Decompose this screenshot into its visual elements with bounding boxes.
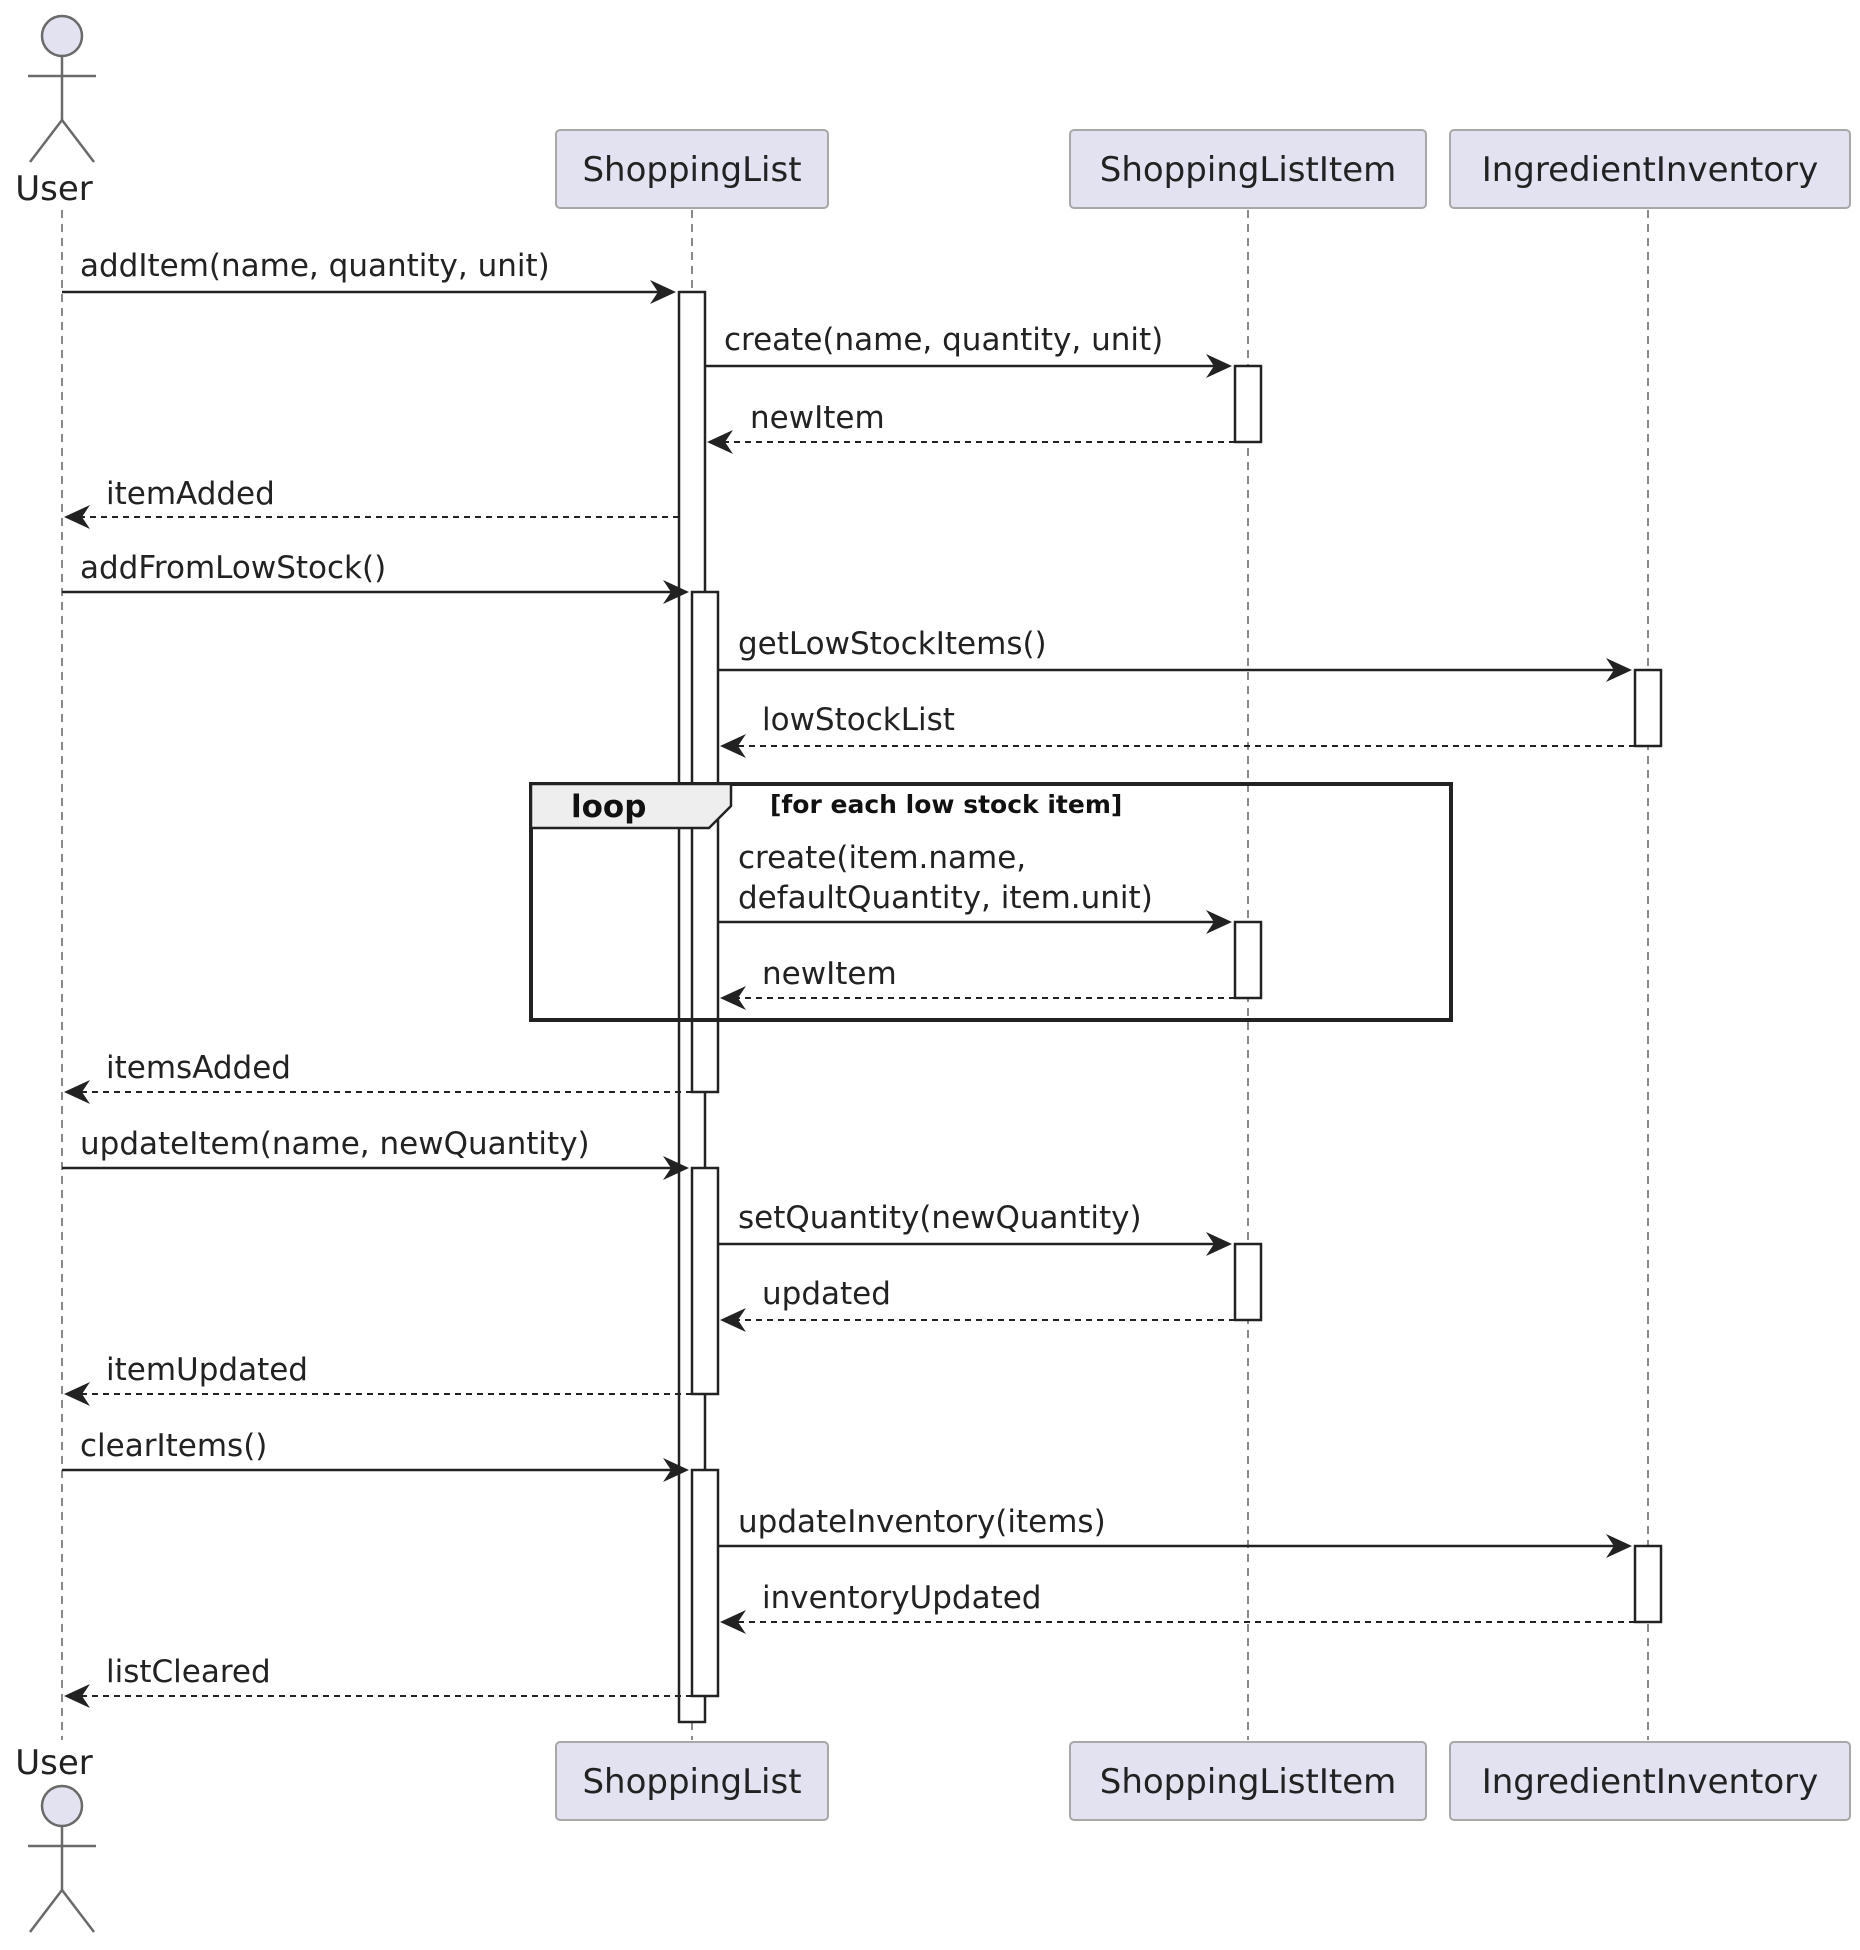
arrowhead bbox=[1206, 1232, 1232, 1256]
activation-bar bbox=[1233, 920, 1263, 1000]
participant-ingredient-inventory: IngredientInventory bbox=[1449, 129, 1851, 209]
participant-shopping-list-item: ShoppingListItem bbox=[1069, 129, 1427, 209]
actor-user-bottom: User bbox=[15, 1743, 96, 1933]
message-item-added-reply: itemAdded bbox=[64, 476, 679, 529]
message-set-quantity: setQuantity(newQuantity) bbox=[718, 1200, 1232, 1256]
arrowhead bbox=[1606, 658, 1632, 682]
message-item-updated-reply: itemUpdated bbox=[64, 1352, 692, 1406]
activations-shopping-list bbox=[677, 290, 720, 1724]
message-get-low-stock-items: getLowStockItems() bbox=[718, 626, 1632, 682]
loop-frame-tab bbox=[529, 782, 733, 830]
message-create: create(name, quantity, unit) bbox=[705, 322, 1232, 378]
participant-shopping-list-item-label: ShoppingListItem bbox=[1100, 1762, 1397, 1802]
arrowhead bbox=[1606, 1534, 1632, 1558]
arrowhead bbox=[663, 580, 689, 604]
activations-shopping-list-item bbox=[1233, 364, 1263, 1322]
message-new-item-reply-loop: newItem bbox=[720, 956, 1235, 1010]
message-label-line2: defaultQuantity, item.unit) bbox=[738, 880, 1153, 916]
participant-shopping-list-item-label: ShoppingListItem bbox=[1100, 150, 1397, 190]
activation-bar bbox=[690, 1468, 720, 1698]
participant-shopping-list-item-bottom: ShoppingListItem bbox=[1069, 1741, 1427, 1821]
message-low-stock-list-reply: lowStockList bbox=[720, 702, 1635, 758]
message-update-inventory: updateInventory(items) bbox=[718, 1504, 1632, 1558]
actor-user-label: User bbox=[15, 169, 93, 209]
participants-top: User ShoppingList ShoppingListItem Ingre… bbox=[15, 14, 1851, 209]
message-create-loop: create(item.name, defaultQuantity, item.… bbox=[718, 840, 1232, 934]
arrowhead bbox=[663, 1156, 689, 1180]
message-label: itemUpdated bbox=[106, 1352, 308, 1388]
arrowhead bbox=[64, 1080, 90, 1104]
arrowhead bbox=[707, 430, 733, 454]
message-label: updateItem(name, newQuantity) bbox=[80, 1126, 590, 1162]
arrowhead bbox=[720, 986, 746, 1010]
message-label: itemAdded bbox=[106, 476, 275, 512]
actor-head bbox=[40, 14, 84, 58]
arrowhead bbox=[663, 1458, 689, 1482]
message-update-item: updateItem(name, newQuantity) bbox=[62, 1126, 689, 1180]
arrowhead bbox=[650, 280, 676, 304]
activations-ingredient-inventory bbox=[1633, 668, 1663, 1624]
message-new-item-reply: newItem bbox=[707, 400, 1235, 454]
arrowhead bbox=[720, 1610, 746, 1634]
actor-head bbox=[40, 1784, 84, 1828]
message-label: newItem bbox=[762, 956, 897, 992]
participant-ingredient-inventory-bottom: IngredientInventory bbox=[1449, 1741, 1851, 1821]
message-clear-items: clearItems() bbox=[62, 1428, 689, 1482]
participant-shopping-list-bottom: ShoppingList bbox=[555, 1741, 829, 1821]
participant-shopping-list: ShoppingList bbox=[555, 129, 829, 209]
message-label: updateInventory(items) bbox=[738, 1504, 1106, 1540]
message-inventory-updated-reply: inventoryUpdated bbox=[720, 1580, 1635, 1634]
message-list-cleared-reply: listCleared bbox=[64, 1654, 692, 1708]
activation-bar bbox=[1233, 1242, 1263, 1322]
message-label: newItem bbox=[750, 400, 885, 436]
loop-guard-label: [for each low stock item] bbox=[770, 790, 1122, 819]
message-label: create(item.name, bbox=[738, 840, 1026, 876]
arrowhead bbox=[720, 1308, 746, 1332]
message-items-added-reply: itemsAdded bbox=[64, 1050, 692, 1104]
message-label: lowStockList bbox=[762, 702, 955, 738]
actor-user-top: User bbox=[15, 14, 96, 209]
arrowhead bbox=[1206, 910, 1232, 934]
loop-frame: loop [for each low stock item] bbox=[529, 782, 1453, 1022]
message-label: getLowStockItems() bbox=[738, 626, 1047, 662]
participant-shopping-list-label: ShoppingList bbox=[582, 1762, 801, 1802]
activation-bar bbox=[690, 590, 720, 1094]
participant-ingredient-inventory-label: IngredientInventory bbox=[1482, 1762, 1819, 1802]
message-add-item: addItem(name, quantity, unit) bbox=[62, 248, 676, 304]
message-label: updated bbox=[762, 1276, 891, 1312]
participants-bottom: User ShoppingList ShoppingListItem Ingre… bbox=[15, 1741, 1851, 1933]
messages: addItem(name, quantity, unit) create(nam… bbox=[62, 248, 1635, 1708]
message-label: inventoryUpdated bbox=[762, 1580, 1041, 1616]
message-label: listCleared bbox=[106, 1654, 271, 1690]
loop-frame-border bbox=[529, 782, 1453, 1022]
activation-bar bbox=[1633, 668, 1663, 748]
participant-ingredient-inventory-label: IngredientInventory bbox=[1482, 150, 1819, 190]
arrowhead bbox=[64, 1684, 90, 1708]
message-label: setQuantity(newQuantity) bbox=[738, 1200, 1142, 1236]
message-updated-reply: updated bbox=[720, 1276, 1235, 1332]
message-add-from-low-stock: addFromLowStock() bbox=[62, 550, 689, 604]
actor-user-label: User bbox=[15, 1743, 93, 1783]
activation-bar bbox=[1233, 364, 1263, 444]
message-label: addItem(name, quantity, unit) bbox=[80, 248, 550, 284]
arrowhead bbox=[1206, 354, 1232, 378]
message-label: itemsAdded bbox=[106, 1050, 291, 1086]
message-label: create(name, quantity, unit) bbox=[724, 322, 1163, 358]
loop-operator-label: loop bbox=[571, 789, 646, 825]
arrowhead bbox=[720, 734, 746, 758]
arrowhead bbox=[64, 1382, 90, 1406]
message-label: clearItems() bbox=[80, 1428, 267, 1464]
activation-bar bbox=[1633, 1544, 1663, 1624]
message-label: addFromLowStock() bbox=[80, 550, 386, 586]
activation-bar bbox=[690, 1166, 720, 1396]
participant-shopping-list-label: ShoppingList bbox=[582, 150, 801, 190]
arrowhead bbox=[64, 505, 90, 529]
